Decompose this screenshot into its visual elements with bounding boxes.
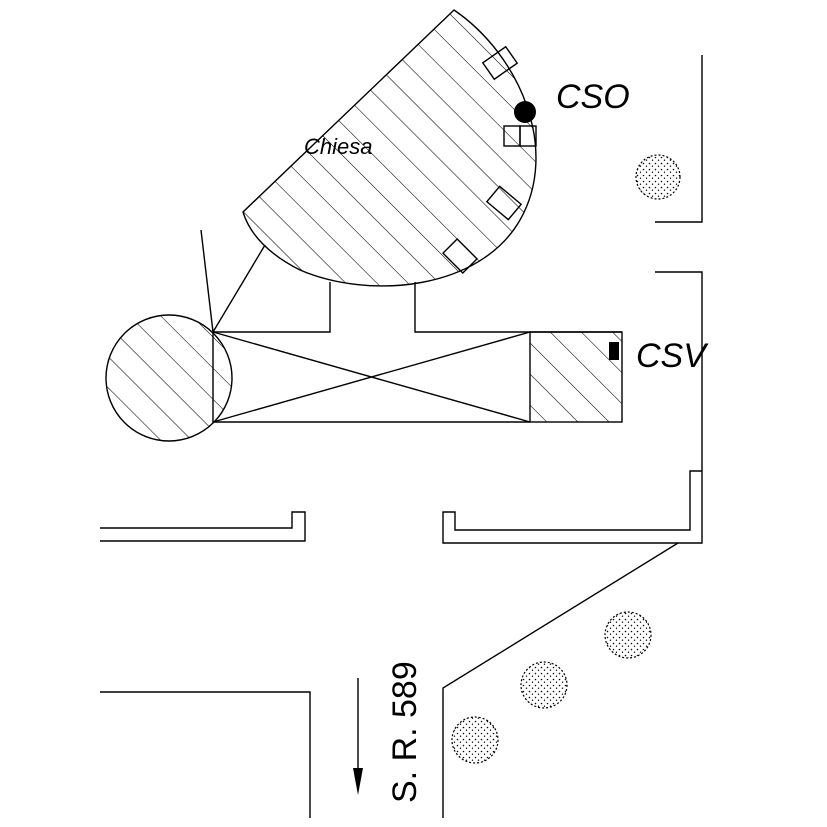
csv-marker (609, 342, 619, 360)
tree-icon (604, 611, 652, 659)
trees (451, 154, 681, 764)
cso-marker (514, 101, 536, 123)
property-walls-right (442, 55, 703, 544)
road-edge-right (442, 542, 679, 818)
church-building (242, 9, 537, 287)
property-walls-left (100, 511, 306, 542)
courtyard (212, 331, 531, 423)
bell-tower (105, 314, 233, 442)
csv-label: CSV (636, 337, 709, 375)
service-building (529, 331, 623, 423)
arrow-down-icon (353, 678, 363, 795)
cso-label: CSO (556, 78, 630, 116)
tree-icon (635, 154, 681, 200)
road-label: S. R. 589 (386, 661, 424, 803)
church-label: Chiesa (304, 134, 372, 159)
tree-icon (520, 661, 568, 709)
tree-icon (451, 716, 499, 764)
church-openings (442, 45, 537, 274)
road-edge-left (100, 691, 311, 818)
church-hatched-area (242, 9, 537, 287)
